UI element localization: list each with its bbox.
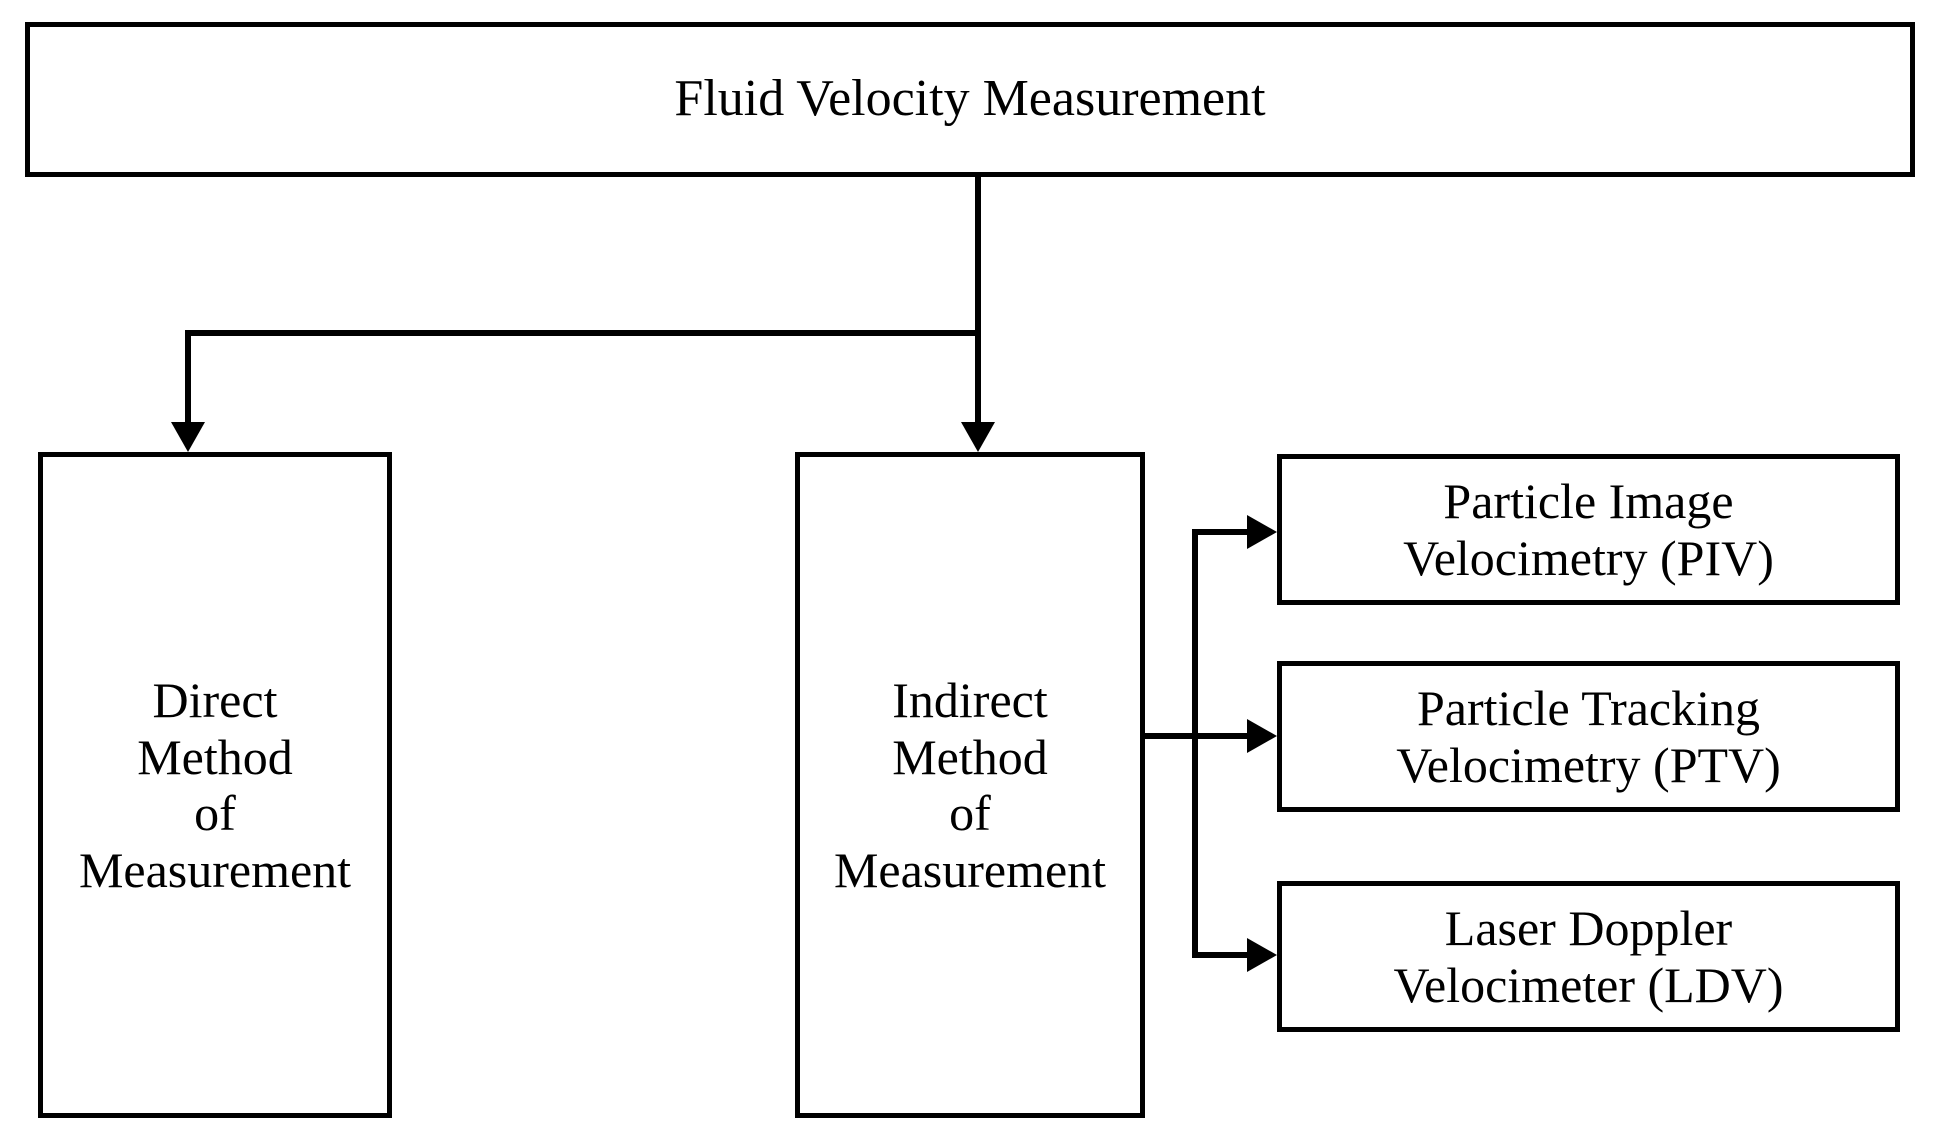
node-indirect-method-of-measurement[interactable]: Indirect Method of Measurement <box>795 452 1145 1118</box>
node-label-direct: Direct Method of Measurement <box>78 672 352 898</box>
arrowhead-down-indirect <box>961 422 995 452</box>
node-label-root: Fluid Velocity Measurement <box>674 70 1266 128</box>
node-particle-image-velocimetry[interactable]: Particle Image Velocimetry (PIV) <box>1277 454 1900 605</box>
arrowhead-right-ldv <box>1247 938 1277 972</box>
arrowhead-down-direct <box>171 422 205 452</box>
node-label-piv: Particle Image Velocimetry (PIV) <box>1403 473 1774 586</box>
connector-split-bar <box>185 330 981 336</box>
node-direct-method-of-measurement[interactable]: Direct Method of Measurement <box>38 452 392 1118</box>
node-label-ldv: Laser Doppler Velocimeter (LDV) <box>1393 900 1784 1013</box>
connector-drop-indirect <box>975 330 981 424</box>
connector-branch-piv <box>1192 529 1266 535</box>
arrowhead-right-piv <box>1247 515 1277 549</box>
node-label-indirect: Indirect Method of Measurement <box>833 672 1107 898</box>
connector-branch-ptv <box>1145 733 1266 739</box>
connector-right-spine <box>1192 529 1198 958</box>
connector-branch-ldv <box>1192 952 1266 958</box>
connector-root-stem <box>975 177 981 336</box>
node-fluid-velocity-measurement[interactable]: Fluid Velocity Measurement <box>25 22 1915 177</box>
connector-drop-direct <box>185 330 191 424</box>
arrowhead-right-ptv <box>1247 719 1277 753</box>
node-label-ptv: Particle Tracking Velocimetry (PTV) <box>1396 680 1781 793</box>
node-laser-doppler-velocimeter[interactable]: Laser Doppler Velocimeter (LDV) <box>1277 881 1900 1032</box>
node-particle-tracking-velocimetry[interactable]: Particle Tracking Velocimetry (PTV) <box>1277 661 1900 812</box>
